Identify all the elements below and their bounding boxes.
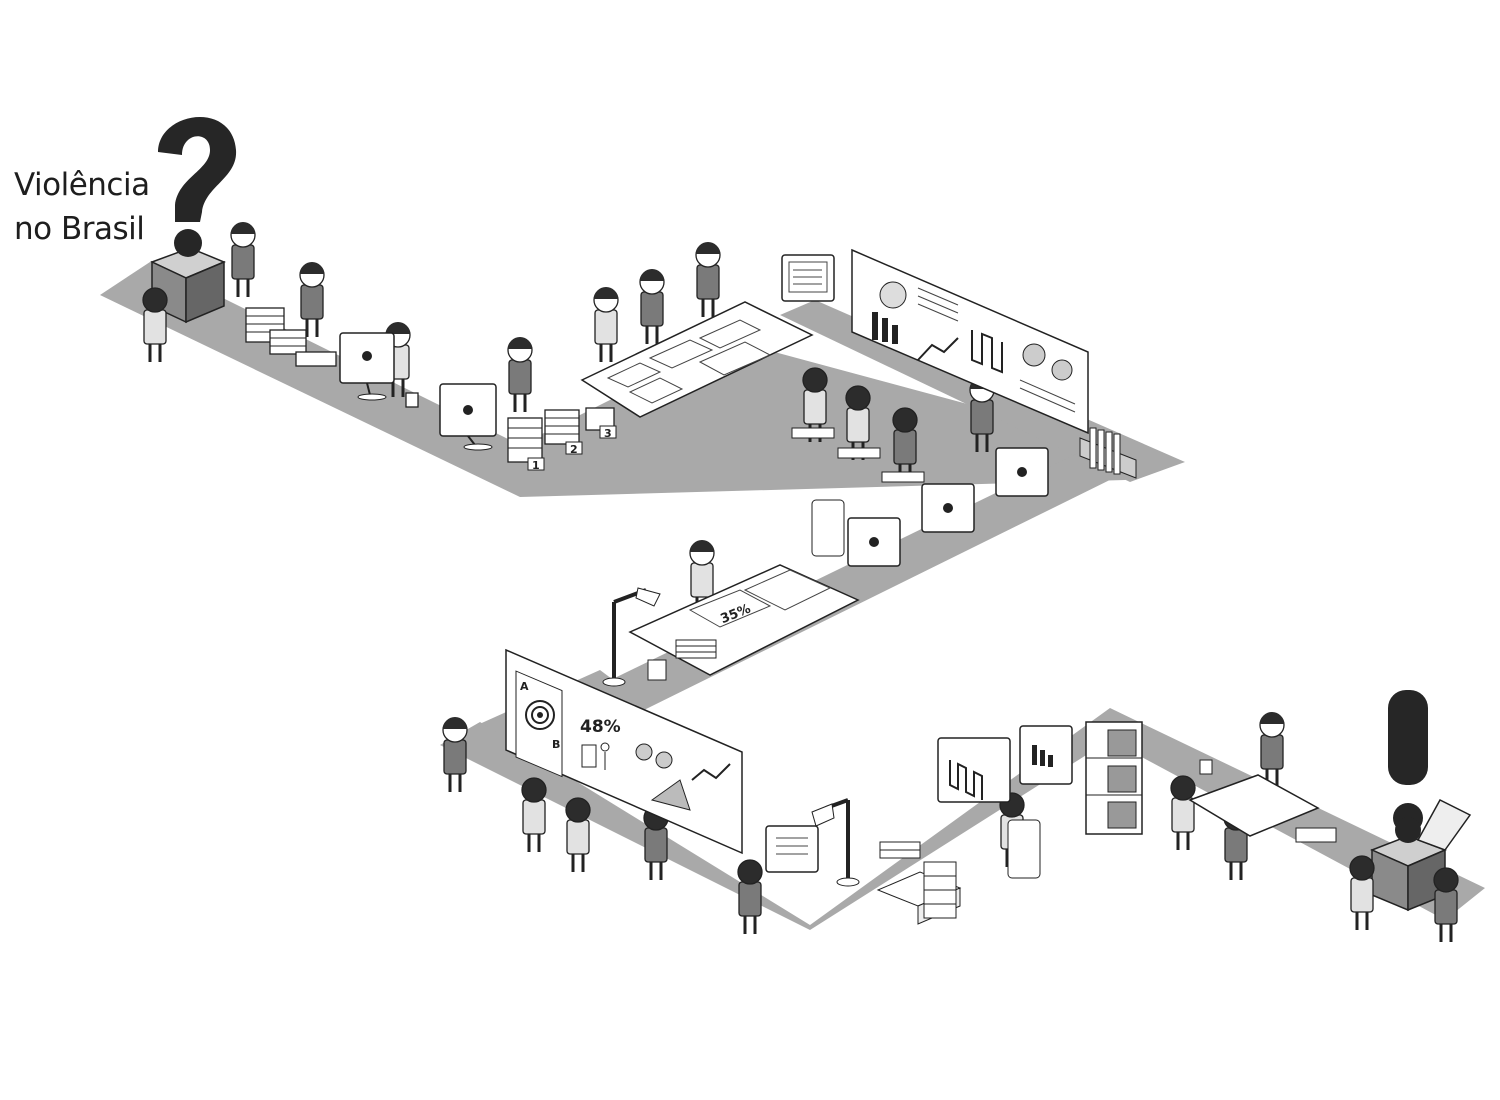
charts-board-top [851, 248, 1089, 435]
title-line-2: no Brasil [14, 211, 145, 247]
monitor-1 [339, 332, 395, 401]
book-stack-bottom [879, 841, 921, 859]
title-line-1: Violência [14, 167, 150, 203]
stack-label-1: 1 [532, 459, 540, 472]
apple-icon [362, 351, 372, 361]
apple-icon [869, 537, 879, 547]
person-figure [1349, 855, 1375, 930]
layout-table [580, 301, 814, 418]
desk-lamp-2 [811, 798, 860, 887]
apple-icon [1017, 467, 1027, 477]
person-figure [521, 777, 547, 852]
person-figure [1259, 712, 1285, 787]
coffee-mug-2 [1199, 759, 1213, 775]
monitor-9 [1019, 725, 1073, 785]
stack-label-2: 2 [570, 443, 578, 456]
person-figure [1433, 867, 1459, 942]
board-label-a: A [520, 680, 529, 693]
person-figure [737, 859, 763, 934]
board-percent-label: 48% [580, 717, 621, 737]
monitor-4 [995, 447, 1049, 497]
bookshelf-bottom [1085, 721, 1143, 835]
person-figure [299, 262, 325, 337]
person-figure [695, 242, 721, 317]
monitor-6 [847, 517, 901, 567]
apple-icon [463, 405, 473, 415]
board-label-b: B [552, 738, 560, 751]
person-figure [230, 222, 256, 297]
question-mark-icon [158, 117, 237, 222]
monitor-2 [439, 383, 497, 451]
desk-lamp-1 [602, 587, 661, 687]
monitor-5 [921, 483, 975, 533]
person-figure [442, 717, 468, 792]
monitor-3 [781, 254, 835, 302]
pencil-cup-1 [647, 659, 667, 681]
person-figure [892, 407, 918, 482]
person-figure [565, 797, 591, 872]
person-figure [142, 287, 168, 362]
book-stack-left [245, 307, 337, 367]
blueprint-table [1188, 774, 1337, 843]
coffee-mug-1 [405, 392, 419, 408]
exclamation-mark-icon [1388, 690, 1428, 833]
empty-chair-middle [811, 499, 845, 557]
charts-board-bottom: A B 48% [505, 648, 743, 855]
person-figure [1170, 775, 1196, 850]
monitor-7 [765, 825, 819, 873]
person-figure [802, 367, 828, 442]
person-figure [639, 269, 665, 344]
binders-shelf-top [1079, 427, 1137, 479]
apple-icon [943, 503, 953, 513]
floor-band-bottom [440, 708, 1485, 930]
stack-label-3: 3 [604, 427, 612, 440]
person-figure [507, 337, 533, 412]
person-figure [593, 287, 619, 362]
chair-bottom [1007, 819, 1041, 879]
chairs-row-meeting [791, 427, 925, 483]
end-box [1370, 799, 1472, 912]
design-desk: 35% [628, 564, 860, 676]
monitor-8 [937, 737, 1011, 803]
person-figure [845, 385, 871, 460]
numbered-stacks: 1 2 3 [507, 407, 617, 472]
drawer-cabinet [876, 861, 962, 925]
